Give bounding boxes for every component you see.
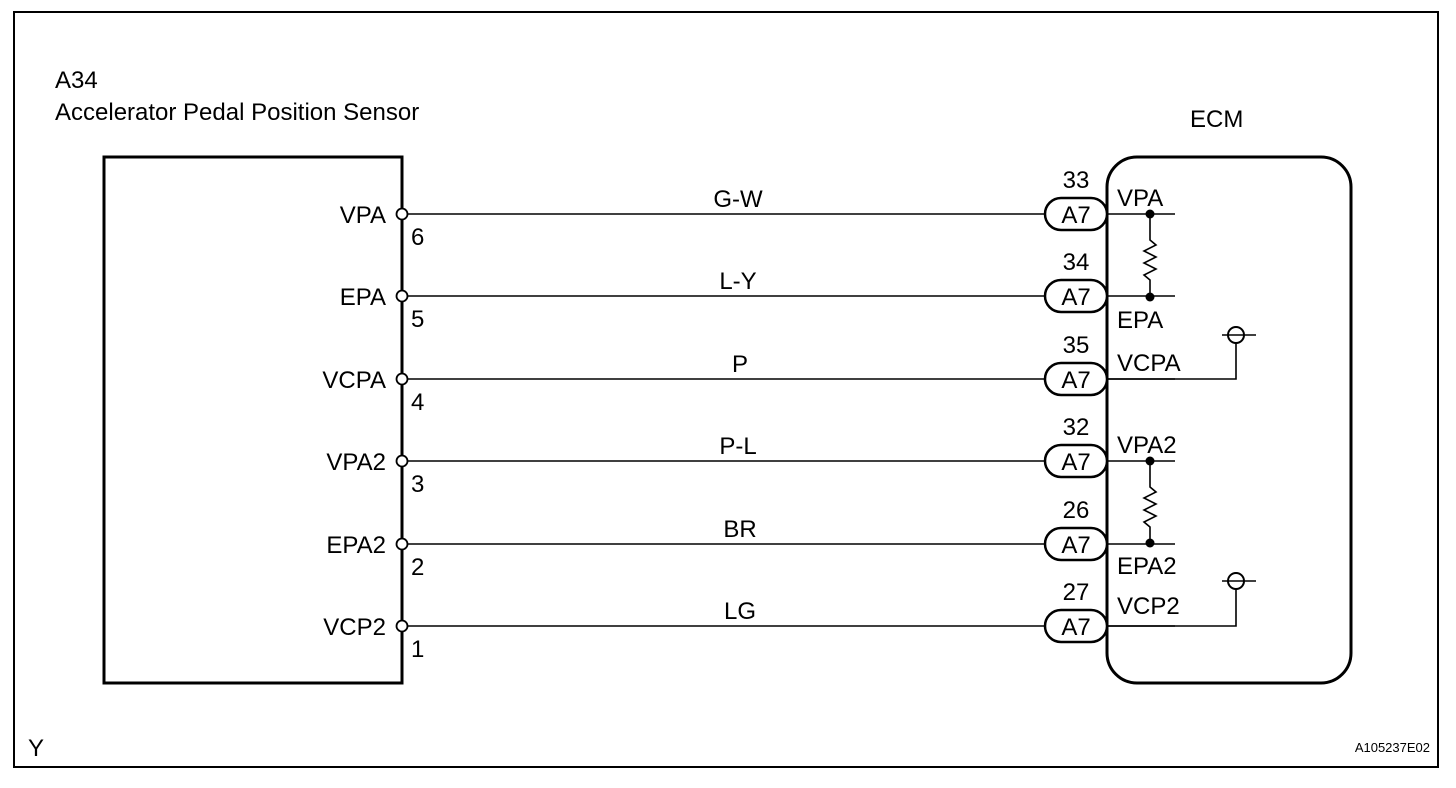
resistor-vpa-epa <box>1142 209 1158 302</box>
diagram-frame <box>13 11 1439 768</box>
figure-code: A105237E02 <box>1355 740 1430 755</box>
sensor-terminal <box>395 289 409 303</box>
ecm-pin-number: 34 <box>1063 249 1090 276</box>
vcp2-supply-symbol <box>1107 572 1256 627</box>
corner-letter: Y <box>28 735 44 762</box>
ecm-signal-label: EPA <box>1117 307 1163 334</box>
sensor-terminal <box>395 619 409 633</box>
sensor-pin-number: 2 <box>411 554 424 581</box>
sensor-pin-number: 4 <box>411 389 424 416</box>
connector-pill <box>1043 443 1109 479</box>
resistor-vpa2-epa2 <box>1142 456 1158 548</box>
connector-label: A7 <box>1061 449 1090 476</box>
connector-pill <box>1043 526 1109 562</box>
connector-label: A7 <box>1061 202 1090 229</box>
ecm-signal-label: EPA2 <box>1117 553 1177 580</box>
connector-pill <box>1043 278 1109 314</box>
connector-label: A7 <box>1061 367 1090 394</box>
sensor-name: Accelerator Pedal Position Sensor <box>55 99 419 126</box>
connector-label: A7 <box>1061 284 1090 311</box>
ecm-box <box>1105 155 1353 685</box>
wire-color-label: P <box>732 351 748 378</box>
sensor-signal-label: EPA2 <box>326 532 386 559</box>
sensor-pin-number: 1 <box>411 636 424 663</box>
ecm-signal-label: VPA2 <box>1117 432 1177 459</box>
sensor-terminal <box>395 537 409 551</box>
sensor-pin-number: 3 <box>411 471 424 498</box>
sensor-signal-label: VPA2 <box>326 449 386 476</box>
wire-color-label: L-Y <box>719 268 756 295</box>
ecm-title: ECM <box>1190 106 1243 133</box>
sensor-pin-number: 5 <box>411 306 424 333</box>
ecm-pin-number: 26 <box>1063 497 1090 524</box>
sensor-terminal <box>395 372 409 386</box>
wire-color-label: G-W <box>713 186 763 213</box>
wire-color-label: LG <box>724 598 756 625</box>
ecm-pin-number: 32 <box>1063 414 1090 441</box>
sensor-code: A34 <box>55 67 98 94</box>
ecm-pin-number: 35 <box>1063 332 1090 359</box>
sensor-signal-label: EPA <box>340 284 386 311</box>
connector-label: A7 <box>1061 532 1090 559</box>
sensor-box <box>102 155 404 685</box>
sensor-signal-label: VPA <box>340 202 386 229</box>
ecm-signal-label: VPA <box>1117 185 1163 212</box>
sensor-pin-number: 6 <box>411 224 424 251</box>
ecm-pin-number: 33 <box>1063 167 1090 194</box>
ecm-signal-label: VCP2 <box>1117 593 1180 620</box>
ecm-signal-label: VCPA <box>1117 350 1181 377</box>
connector-pill <box>1043 196 1109 232</box>
wire-color-label: BR <box>723 516 756 543</box>
sensor-terminal <box>395 454 409 468</box>
sensor-terminal <box>395 207 409 221</box>
sensor-signal-label: VCP2 <box>323 614 386 641</box>
circuit-rows: VPA6G-WA733VPAEPA5L-YA734EPAVCPA4PA735VC… <box>322 167 1180 663</box>
ecm-pin-number: 27 <box>1063 579 1090 606</box>
vcpa-supply-symbol <box>1107 326 1256 380</box>
sensor-signal-label: VCPA <box>322 367 386 394</box>
connector-label: A7 <box>1061 614 1090 641</box>
wire-color-label: P-L <box>719 433 756 460</box>
